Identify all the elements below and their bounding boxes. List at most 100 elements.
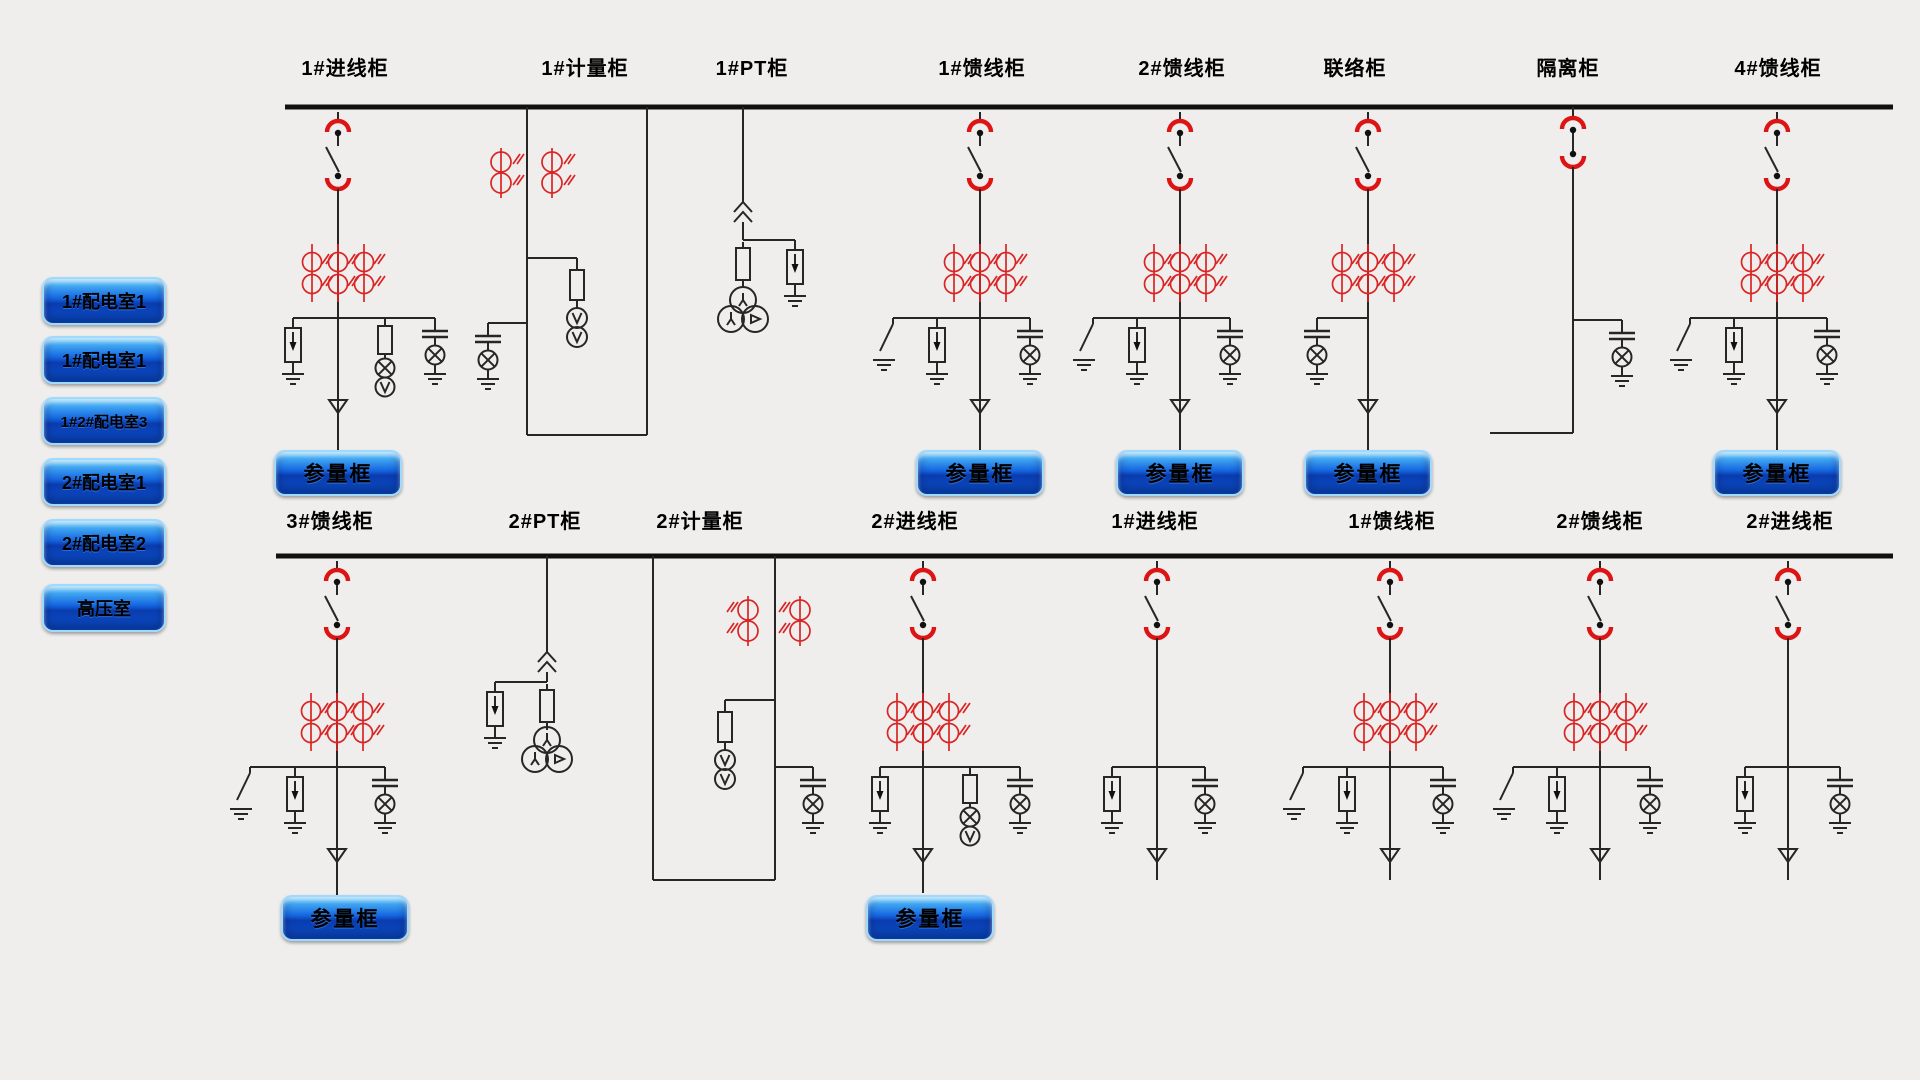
ct-cluster-icon [945, 244, 1028, 302]
bay-bottom-feeder-3 [230, 561, 398, 897]
breaker-icon [968, 112, 991, 197]
bay-top-feeder-1 [873, 112, 1043, 450]
bay-bottom-pt-2 [484, 556, 573, 773]
cabinet-label: 联络柜 [1323, 58, 1387, 80]
capacitor-lamp-icon [1304, 318, 1330, 384]
param-frame-button-bottom-2[interactable]: 参量框 [866, 895, 994, 941]
cabinet-label: 1#进线柜 [1111, 511, 1199, 533]
capacitor-lamp-icon [1430, 767, 1456, 833]
earth-switch-icon [1670, 318, 1692, 370]
fuse-lamp-icon [959, 766, 981, 847]
breaker-icon [1588, 561, 1611, 646]
bay-top-incoming-1 [282, 112, 448, 450]
room-button-5[interactable]: 2#配电室2 [42, 519, 166, 567]
capacitor-lamp-icon [1007, 767, 1033, 833]
capacitor-lamp-icon [1827, 767, 1853, 833]
fuse-icon [735, 241, 751, 289]
surge-arrester-icon [1336, 767, 1358, 833]
ct-cluster-icon [888, 693, 971, 751]
room-button-1[interactable]: 1#配电室1 [42, 277, 166, 325]
isolator-icon [1562, 112, 1584, 174]
bay-top-isolation [1490, 107, 1635, 434]
cabinet-label: 2#馈线柜 [1556, 511, 1644, 533]
surge-arrester-icon [484, 682, 506, 748]
earth-switch-icon [1283, 767, 1305, 819]
capacitor-lamp-icon [1814, 318, 1840, 384]
surge-arrester-icon [1723, 318, 1745, 384]
bay-bottom-feeder-2 [1493, 561, 1663, 880]
capacitor-lamp-icon [800, 767, 826, 833]
surge-arrester-icon [1734, 767, 1756, 833]
earth-switch-icon [230, 767, 252, 819]
surge-arrester-icon [282, 318, 304, 384]
room-button-3[interactable]: 1#2#配电室3 [42, 397, 166, 445]
capacitor-lamp-icon [422, 318, 448, 384]
surge-arrester-icon [1546, 767, 1568, 833]
breaker-icon [1765, 112, 1788, 197]
cabinet-label: 1#计量柜 [541, 58, 629, 80]
surge-arrester-icon [784, 240, 806, 306]
surge-arrester-icon [284, 767, 306, 833]
capacitor-lamp-icon [1192, 767, 1218, 833]
ct-cluster-icon [1355, 693, 1438, 751]
bay-top-pt-1 [717, 107, 806, 333]
breaker-icon [326, 112, 349, 197]
breaker-icon [1168, 112, 1191, 197]
bay-bottom-feeder-1 [1283, 561, 1456, 880]
pt-icon [491, 148, 524, 198]
ct-cluster-icon [303, 244, 386, 302]
breaker-icon [1378, 561, 1401, 646]
fuse-icon [539, 683, 555, 731]
cabinet-label: 1#馈线柜 [938, 58, 1026, 80]
capacitor-lamp-icon [1217, 318, 1243, 384]
ct-cluster-icon [1565, 693, 1648, 751]
param-frame-button-top-1[interactable]: 参量框 [274, 450, 402, 496]
bay-bottom-incoming-2 [869, 561, 1033, 893]
capacitor-lamp-icon [372, 767, 398, 833]
cabinet-label: 2#进线柜 [871, 511, 959, 533]
room-button-2[interactable]: 1#配电室1 [42, 336, 166, 384]
earth-switch-icon [1493, 767, 1515, 819]
room-button-6[interactable]: 高压室 [42, 584, 166, 632]
param-frame-button-top-5[interactable]: 参量框 [1713, 450, 1841, 496]
cabinet-label: 1#进线柜 [301, 58, 389, 80]
capacitor-lamp-icon [1609, 320, 1635, 386]
surge-arrester-icon [926, 318, 948, 384]
cabinet-label: 2#PT柜 [508, 511, 582, 533]
cabinet-label: 2#进线柜 [1746, 511, 1834, 533]
cabinet-label: 4#馈线柜 [1734, 58, 1822, 80]
param-frame-button-top-4[interactable]: 参量框 [1304, 450, 1432, 496]
capacitor-lamp-icon [475, 323, 501, 389]
cabinet-label: 2#馈线柜 [1138, 58, 1226, 80]
pt-winding-icon [521, 726, 573, 773]
breaker-icon [911, 561, 934, 646]
breaker-icon [1776, 561, 1799, 646]
spark-gap-icon [537, 651, 557, 673]
surge-arrester-icon [1101, 767, 1123, 833]
pt-winding-icon [717, 286, 769, 333]
room-button-4[interactable]: 2#配电室1 [42, 458, 166, 506]
param-frame-button-top-2[interactable]: 参量框 [916, 450, 1044, 496]
surge-arrester-icon [1126, 318, 1148, 384]
bay-top-tie [1304, 112, 1415, 450]
pt-icon [727, 596, 758, 646]
cabinet-label: 隔离柜 [1536, 58, 1600, 80]
meter-icon [714, 699, 736, 790]
ct-cluster-icon [302, 693, 385, 751]
earth-switch-icon [873, 318, 895, 370]
bay-bottom-incoming-1 [1101, 561, 1218, 880]
param-frame-button-top-3[interactable]: 参量框 [1116, 450, 1244, 496]
pt-icon [779, 596, 810, 646]
param-frame-button-bottom-1[interactable]: 参量框 [281, 895, 409, 941]
bay-bottom-metering-2 [652, 556, 826, 881]
meter-icon [566, 257, 588, 348]
bay-top-feeder-2 [1073, 112, 1243, 450]
ct-cluster-icon [1333, 244, 1416, 302]
breaker-icon [1145, 561, 1168, 646]
cabinet-label: 1#馈线柜 [1348, 511, 1436, 533]
fuse-lamp-icon [374, 317, 396, 398]
breaker-icon [325, 561, 348, 646]
bay-top-metering-1 [475, 107, 648, 436]
